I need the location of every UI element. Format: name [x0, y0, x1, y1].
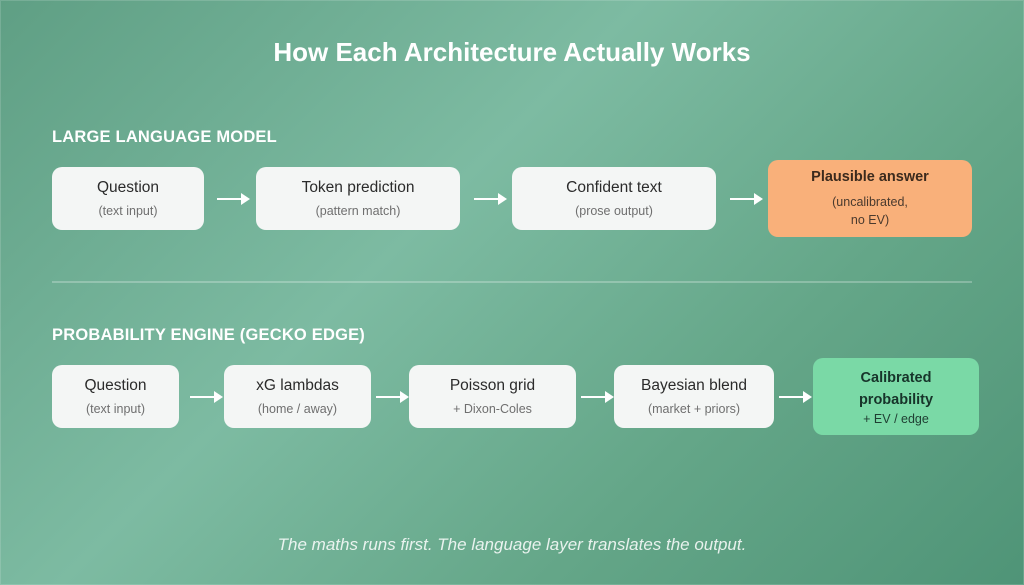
engine-step-calibrated-probability-title: Calibrated probability [859, 367, 933, 411]
section-divider [52, 281, 972, 283]
engine-step-calibrated-probability-title-line2: probability [858, 392, 934, 408]
engine-step-question-title: Question [84, 377, 147, 394]
arrow-right-icon [779, 391, 812, 403]
engine-step-calibrated-probability-title-line1: Calibrated [860, 370, 932, 386]
arrow-right-icon [581, 391, 614, 403]
llm-section-label: LARGE LANGUAGE MODEL [52, 128, 277, 146]
engine-step-xg-lambdas-title: xG lambdas [256, 377, 339, 394]
arrow-right-icon [376, 391, 409, 403]
llm-step-question-title: Question [96, 179, 160, 196]
arrow-right-icon [190, 391, 223, 403]
engine-step-poisson-grid-sub: + Dixon-Coles [453, 402, 532, 416]
diagram-title: How Each Architecture Actually Works [273, 37, 751, 67]
arrow-right-icon [474, 193, 507, 205]
engine-step-calibrated-probability-sub: + EV / edge [863, 412, 929, 426]
llm-step-token-prediction: Token prediction (pattern match) [256, 167, 460, 230]
llm-step-plausible-answer-sub-line1: (uncalibrated, [832, 194, 908, 209]
engine-step-xg-lambdas: xG lambdas (home / away) [224, 365, 371, 428]
engine-step-calibrated-probability: Calibrated probability + EV / edge [813, 358, 979, 435]
llm-step-confident-text-sub: (prose output) [575, 204, 653, 218]
engine-step-question-sub: (text input) [85, 402, 146, 416]
llm-step-confident-text: Confident text (prose output) [512, 167, 716, 230]
llm-step-question: Question (text input) [52, 167, 204, 230]
llm-step-token-prediction-title: Token prediction [301, 179, 415, 196]
diagram-caption: The maths runs first. The language layer… [277, 535, 747, 554]
arrow-right-icon [217, 193, 250, 205]
engine-step-bayesian-blend-sub: (market + priors) [647, 402, 741, 416]
engine-step-poisson-grid: Poisson grid + Dixon-Coles [409, 365, 576, 428]
llm-step-confident-text-title: Confident text [566, 179, 662, 196]
llm-step-question-sub: (text input) [98, 204, 158, 218]
engine-step-xg-lambdas-sub: (home / away) [257, 402, 338, 416]
llm-step-plausible-answer-title: Plausible answer [811, 168, 929, 185]
arrow-right-icon [730, 193, 763, 205]
llm-step-plausible-answer-sub-line2: no EV) [850, 212, 890, 227]
llm-step-plausible-answer: Plausible answer (uncalibrated, no EV) [768, 160, 972, 237]
engine-section-label: PROBABILITY ENGINE (GECKO EDGE) [52, 326, 366, 344]
engine-step-bayesian-blend: Bayesian blend (market + priors) [614, 365, 774, 428]
llm-step-token-prediction-sub: (pattern match) [315, 204, 401, 218]
engine-step-bayesian-blend-title: Bayesian blend [641, 377, 747, 394]
llm-step-plausible-answer-sub: (uncalibrated, no EV) [832, 193, 908, 229]
engine-step-poisson-grid-title: Poisson grid [449, 377, 536, 394]
engine-step-question: Question (text input) [52, 365, 179, 428]
